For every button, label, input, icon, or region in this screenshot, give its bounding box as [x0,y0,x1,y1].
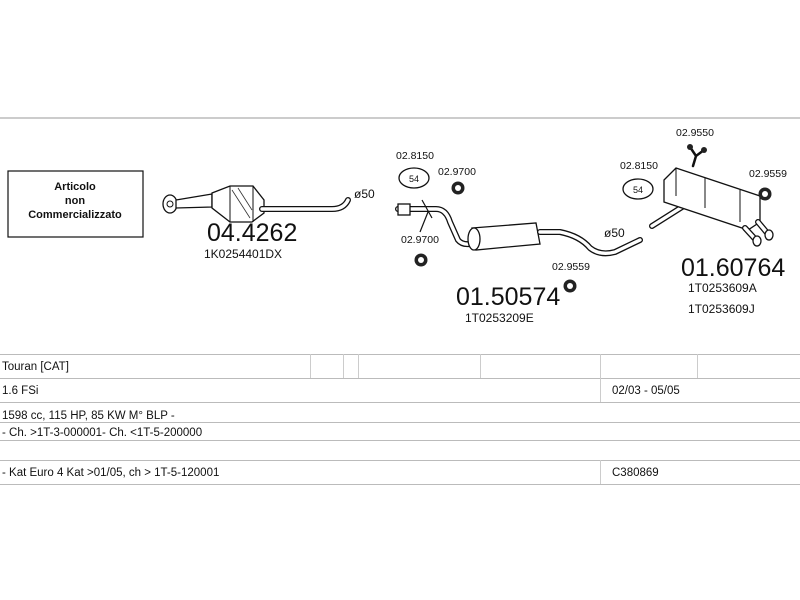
clamp-rear-number: 02.8150 [620,160,658,172]
not-available-notice: Articolo non Commercializzato [7,170,144,238]
notice-line-2: non [65,195,85,207]
pipe-diameter-label-1: ø50 [354,187,375,201]
ring-rear-icon[interactable] [758,187,772,201]
rear-silencer-part[interactable] [649,167,774,247]
exhaust-diagram: Articolo non Commercializzato 04.4262 1K… [0,117,800,325]
catalyst-oem-number: 1K0254401DX [204,247,282,261]
engine-name: 1.6 FSi [2,385,39,397]
hanger-front-top-icon[interactable] [451,181,465,195]
clamp-size-2: 54 [633,185,643,195]
ring-middle-icon[interactable] [563,279,577,293]
bracket-rear-icon[interactable] [687,144,707,168]
middle-silencer-part[interactable] [395,199,643,257]
hanger-front-top-number: 02.9700 [438,166,476,178]
rear-part-number: 01.60764 [681,254,785,282]
hanger-front-bottom-number: 02.9700 [401,234,439,246]
hanger-front-bottom-icon[interactable] [414,253,428,267]
catalyst-part-number: 04.4262 [207,219,297,247]
system-code: C380869 [612,467,659,479]
model-name: Touran [CAT] [2,361,69,373]
clamp-front-icon[interactable]: 54 [398,167,430,189]
rear-oem-number-1: 1T0253609A [688,281,757,295]
middle-oem-number: 1T0253209E [465,311,534,325]
chassis-range: - Ch. >1T-3-000001- Ch. <1T-5-200000 [2,427,203,439]
kat-note: - Kat Euro 4 Kat >01/05, ch > 1T-5-12000… [2,467,220,479]
rear-oem-number-2: 1T0253609J [688,302,755,316]
bracket-rear-number: 02.9550 [676,127,714,139]
pipe-diameter-label-2: ø50 [604,226,625,240]
notice-line-1: Articolo [54,181,96,193]
clamp-rear-icon[interactable]: 54 [622,178,654,200]
notice-line-3: Commercializzato [28,209,122,221]
middle-part-number: 01.50574 [456,283,560,311]
ring-rear-number: 02.9559 [749,168,787,180]
clamp-front-number: 02.8150 [396,150,434,162]
catalyst-part[interactable] [162,185,351,223]
clamp-size-1: 54 [409,174,419,184]
ring-middle-number: 02.9559 [552,261,590,273]
engine-specs: 1598 cc, 115 HP, 85 KW M° BLP - [2,410,175,422]
production-period: 02/03 - 05/05 [612,385,680,397]
